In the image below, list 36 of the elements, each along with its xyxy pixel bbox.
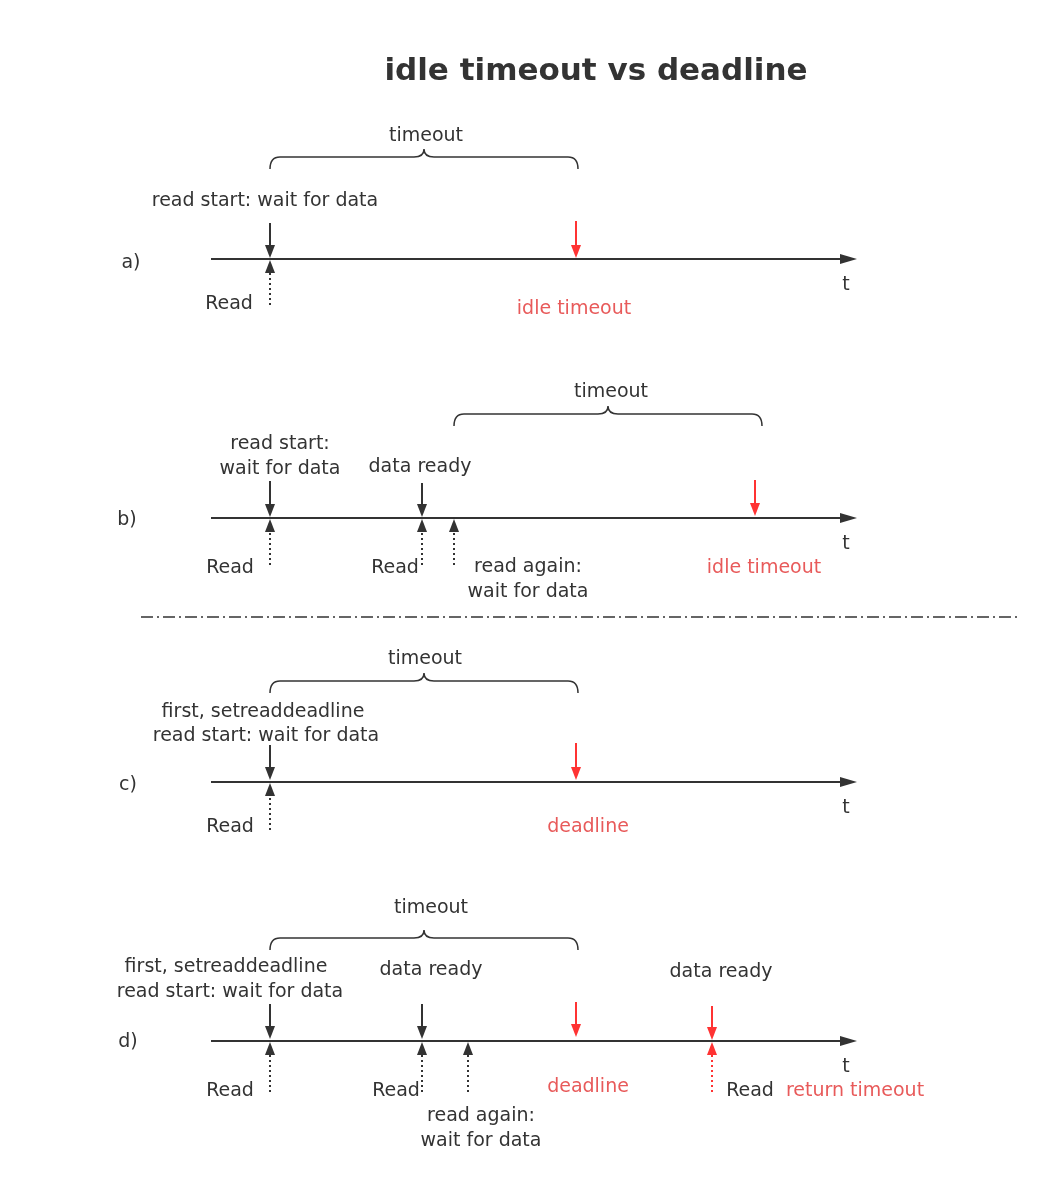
event-label: Read: [206, 812, 254, 838]
event-label: data ready: [669, 957, 773, 983]
event-label: read again: wait for data: [466, 553, 590, 603]
event-label: idle timeout: [706, 553, 822, 579]
event-label: Read: [372, 1076, 420, 1102]
panel-label: a): [121, 248, 141, 274]
event-label: read start: wait for data: [218, 430, 342, 480]
panel-label: d): [118, 1027, 138, 1053]
event-label: deadline: [547, 812, 629, 838]
panel-label: b): [117, 505, 137, 531]
event-label: idle timeout: [516, 294, 632, 320]
event-label: Read: [726, 1076, 774, 1102]
event-label: Read: [371, 553, 419, 579]
event-label: read start: wait for data: [116, 977, 344, 1003]
axis-label: t: [842, 529, 850, 555]
panel-label: c): [119, 770, 137, 796]
event-label: read start: wait for data: [152, 721, 380, 747]
event-label: deadline: [547, 1072, 629, 1098]
event-label: return timeout: [785, 1076, 925, 1102]
event-label: first, setreaddeadline: [161, 697, 365, 723]
axis-label: t: [842, 1052, 850, 1078]
brace-label: timeout: [574, 377, 648, 403]
event-label: Read: [206, 1076, 254, 1102]
event-label: read start: wait for data: [151, 186, 379, 212]
event-label: read again: wait for data: [419, 1102, 543, 1152]
event-label: data ready: [379, 955, 483, 981]
event-label: Read: [205, 289, 253, 315]
brace-label: timeout: [394, 893, 468, 919]
axis-label: t: [842, 270, 850, 296]
brace-label: timeout: [388, 644, 462, 670]
title: idle timeout vs deadline: [384, 51, 808, 87]
brace-label: timeout: [389, 121, 463, 147]
event-label: first, setreaddeadline: [124, 952, 328, 978]
axis-label: t: [842, 793, 850, 819]
event-label: Read: [206, 553, 254, 579]
event-label: data ready: [368, 452, 472, 478]
